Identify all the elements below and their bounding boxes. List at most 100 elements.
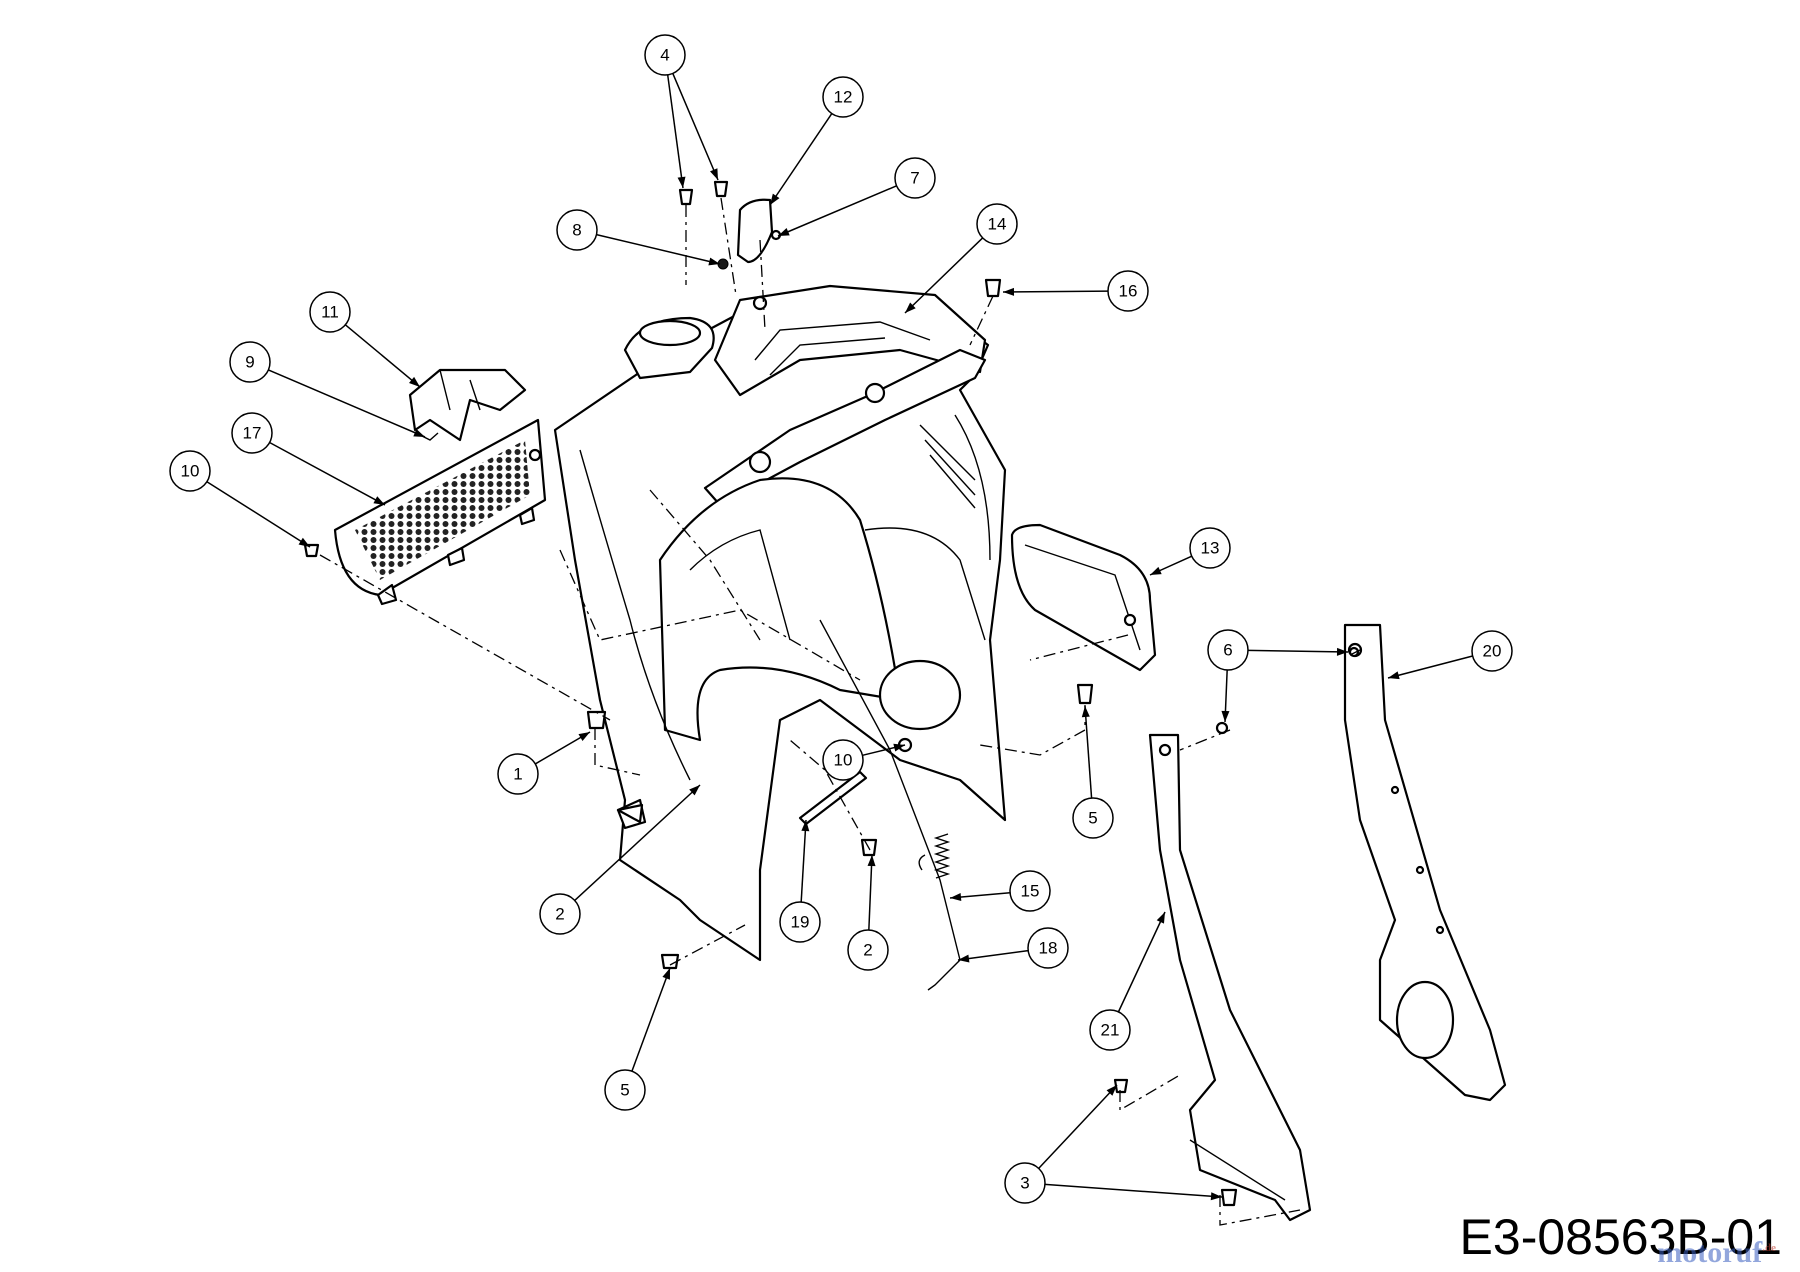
callout-circle: [1207, 629, 1249, 671]
arrowhead-icon: [677, 176, 686, 188]
dash-panel-body: [553, 284, 1007, 962]
arrowhead-icon: [708, 257, 720, 266]
assembly-lines: [319, 197, 1361, 1226]
callout-circle: [604, 1069, 646, 1111]
callout-number: 2: [555, 905, 564, 924]
side-cover-part-13: [1010, 523, 1157, 672]
callout-circle: [309, 291, 351, 333]
callout-circle: [169, 450, 211, 492]
callout-number: 13: [1201, 539, 1220, 558]
callout-number: 15: [1021, 882, 1040, 901]
callout-number: 10: [181, 462, 200, 481]
callout-circle: [539, 893, 581, 935]
fasteners: [586, 619, 1360, 1207]
vent-grille-icon: [333, 418, 547, 606]
callout-circle: [847, 929, 889, 971]
screw-icon: [713, 180, 729, 198]
callout-number: 5: [620, 1081, 629, 1100]
callout-circle: [1189, 527, 1231, 569]
callout-leader-line: [344, 324, 421, 388]
arrowhead-icon: [770, 193, 780, 205]
callout-leader-line: [868, 854, 873, 931]
arrowhead-icon: [893, 743, 905, 752]
spring-icon: [933, 833, 951, 879]
callout-leader-line: [769, 113, 833, 206]
callout-circle: [1471, 630, 1513, 672]
callout-leader-line: [666, 74, 684, 189]
callout-circle: [556, 209, 598, 251]
callout-leader-line: [800, 819, 807, 903]
callout-circle: [976, 203, 1018, 245]
callout-number: 4: [660, 46, 669, 65]
arrowhead-icon: [905, 302, 916, 313]
bracket-part-11: [408, 368, 527, 442]
callout-number: 11: [321, 303, 339, 322]
callout-circle: [231, 412, 273, 454]
callout-leader-line: [1002, 290, 1109, 293]
callout-number: 17: [243, 424, 262, 443]
arrowhead-icon: [1106, 1085, 1117, 1096]
callout-number: 21: [1101, 1021, 1120, 1040]
callout-circle: [229, 341, 271, 383]
screw-icon: [303, 543, 320, 558]
callout-number: 14: [988, 215, 1007, 234]
callout-leader-line: [1117, 911, 1166, 1013]
callout-circle: [1009, 870, 1051, 912]
callout-leader-line: [268, 369, 426, 438]
arrowhead-icon: [1388, 671, 1400, 680]
callout-leader-line: [777, 185, 897, 237]
drawing-number: E3-08563B-01: [1459, 1209, 1782, 1265]
callout-leader-line: [574, 784, 701, 901]
callout-number: 5: [1088, 809, 1097, 828]
support-bracket-20: [1343, 623, 1507, 1102]
callout-number: 16: [1119, 282, 1138, 301]
arrowhead-icon: [778, 228, 790, 236]
callout-leader-line: [596, 233, 721, 265]
callout-circle: [779, 901, 821, 943]
arrowhead-icon: [298, 537, 310, 547]
arrowhead-icon: [578, 732, 590, 741]
arrowhead-icon: [950, 893, 962, 902]
screw-icon: [1113, 1078, 1129, 1094]
callout-leader-line: [672, 73, 719, 181]
arrowhead-icon: [867, 855, 876, 867]
watermark-logo: motoruf.de: [1657, 1236, 1776, 1269]
callout-circle: [1089, 1009, 1131, 1051]
callout-leader-line: [1084, 705, 1093, 799]
screw-icon: [678, 188, 694, 206]
arrowhead-icon: [1081, 706, 1090, 718]
callout-leader-line: [957, 949, 1029, 961]
callout-circle: [1027, 927, 1069, 969]
screw-icon: [660, 953, 680, 970]
arrowhead-icon: [689, 785, 700, 796]
callout-number: 20: [1483, 642, 1502, 661]
arrowhead-icon: [1336, 647, 1348, 656]
arrowhead-icon: [958, 954, 970, 963]
callout-number: 7: [910, 169, 919, 188]
callout-number: 12: [834, 88, 853, 107]
arrowhead-icon: [801, 820, 810, 832]
arrowhead-icon: [408, 376, 420, 387]
callout-circle: [1107, 270, 1149, 312]
callout-number: 18: [1039, 939, 1058, 958]
arrowhead-icon: [1150, 566, 1162, 575]
callout-leader-line: [1387, 655, 1473, 679]
screw-icon: [586, 710, 607, 730]
callout-circle: [644, 34, 686, 76]
callout-number: 10: [834, 751, 853, 770]
knob-icon: [736, 198, 774, 264]
callout-leader-line: [904, 237, 984, 314]
callout-number: 1: [513, 765, 522, 784]
screw-icon: [1220, 1188, 1238, 1207]
callout-circle: [894, 157, 936, 199]
top-clip-parts: [678, 180, 782, 270]
arrowhead-icon: [662, 968, 670, 980]
callout-circle: [822, 739, 864, 781]
arrowhead-icon: [1221, 710, 1230, 722]
callout-circle: [1004, 1162, 1046, 1204]
callout-circle: [1072, 797, 1114, 839]
arrowhead-icon: [373, 496, 385, 505]
arrowhead-icon: [1003, 287, 1015, 296]
